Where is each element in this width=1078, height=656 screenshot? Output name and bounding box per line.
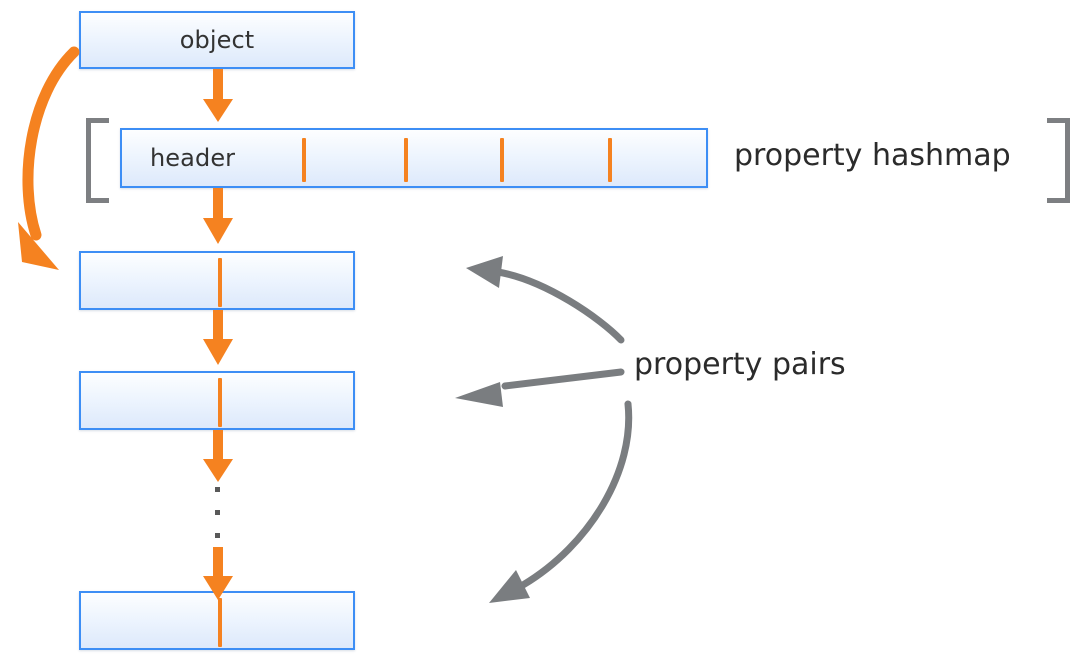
- arrow-pairs-to-middle: [455, 368, 625, 407]
- arrow-pairs-to-upper: [466, 256, 625, 344]
- ellipsis-dot-3: [215, 533, 220, 538]
- header-cell-label: header: [150, 144, 236, 172]
- arrow-object-to-header: [203, 69, 233, 122]
- arrow-object-to-pair-curve: [18, 46, 80, 270]
- arrow-pair-2-to-ellipsis: [203, 430, 233, 482]
- property-hashmap-label: property hashmap: [734, 138, 1011, 173]
- hashmap-cell-divider-4: [608, 138, 612, 182]
- property-hashmap-row[interactable]: header: [120, 128, 708, 188]
- pair-divider-1: [218, 258, 222, 307]
- hashmap-cell-divider-2: [404, 138, 408, 182]
- hashmap-cell-divider-3: [500, 138, 504, 182]
- ellipsis-dot-2: [215, 510, 220, 515]
- hashmap-bracket-left: [86, 118, 109, 203]
- property-pair-box-last[interactable]: [79, 591, 355, 650]
- ellipsis-dot-1: [215, 487, 220, 492]
- arrow-header-to-pair-1: [203, 188, 233, 244]
- object-box-label: object: [179, 26, 255, 54]
- pair-divider-last: [218, 598, 222, 647]
- hashmap-cell-divider-1: [302, 138, 306, 182]
- property-pairs-label: property pairs: [634, 347, 846, 382]
- pair-divider-2: [218, 378, 222, 427]
- object-box[interactable]: object: [79, 11, 355, 69]
- arrow-pair-1-to-pair-2: [203, 310, 233, 365]
- property-pair-box-2[interactable]: [79, 371, 355, 430]
- property-pair-box-1[interactable]: [79, 251, 355, 310]
- hashmap-bracket-right: [1047, 118, 1070, 203]
- arrow-pairs-to-lower: [489, 400, 633, 603]
